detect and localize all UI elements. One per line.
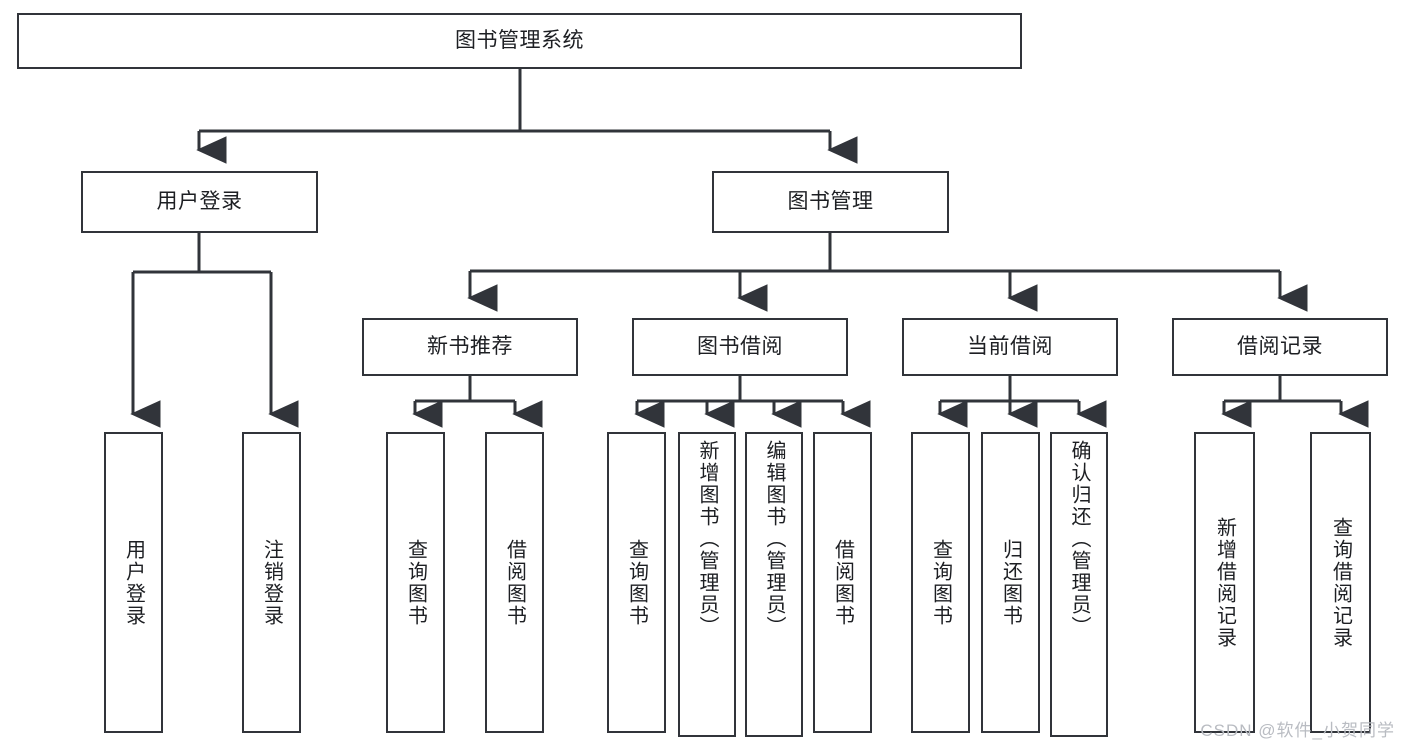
node-label: 归还图书 [999,538,1022,627]
node-label: 查询图书 [929,538,952,627]
node-label: 新增图书（管理员） [696,440,718,638]
node-leaf-query-book-recommend[interactable]: 查询图书 [386,432,445,733]
node-label: 借阅记录 [1237,334,1323,358]
node-label: 查询图书 [625,538,648,627]
node-label: 查询借阅记录 [1329,516,1352,649]
node-leaf-borrow-book[interactable]: 借阅图书 [813,432,872,733]
node-label: 编辑图书（管理员） [763,440,785,638]
node-leaf-add-borrow-record[interactable]: 新增借阅记录 [1194,432,1255,733]
node-leaf-logout[interactable]: 注销登录 [242,432,301,733]
node-borrow-record[interactable]: 借阅记录 [1172,318,1388,376]
node-new-book-recommend[interactable]: 新书推荐 [362,318,578,376]
node-user-login[interactable]: 用户登录 [81,171,318,233]
node-leaf-add-book-admin[interactable]: 新增图书（管理员） [678,432,736,737]
node-label: 用户登录 [156,189,243,213]
node-leaf-query-borrow-record[interactable]: 查询借阅记录 [1310,432,1371,733]
node-label: 图书借阅 [697,334,783,358]
node-label: 确认归还（管理员） [1068,440,1090,638]
node-label: 用户登录 [122,538,145,627]
node-book-management[interactable]: 图书管理 [712,171,949,233]
node-current-borrow[interactable]: 当前借阅 [902,318,1118,376]
node-label: 查询图书 [404,538,427,627]
node-label: 注销登录 [260,538,283,627]
node-leaf-edit-book-admin[interactable]: 编辑图书（管理员） [745,432,803,737]
node-leaf-query-book-current[interactable]: 查询图书 [911,432,970,733]
node-leaf-query-book-borrow[interactable]: 查询图书 [607,432,666,733]
node-label: 新书推荐 [427,334,513,358]
node-leaf-user-login[interactable]: 用户登录 [104,432,163,733]
node-leaf-return-book[interactable]: 归还图书 [981,432,1040,733]
node-label: 借阅图书 [831,538,854,627]
node-leaf-borrow-book-recommend[interactable]: 借阅图书 [485,432,544,733]
node-label: 图书管理 [787,189,874,213]
node-label: 当前借阅 [967,334,1053,358]
watermark-text: CSDN @软件_小贺同学 [1200,721,1395,740]
node-label: 新增借阅记录 [1213,516,1236,649]
node-label: 借阅图书 [503,538,526,627]
node-root-book-management-system[interactable]: 图书管理系统 [17,13,1022,69]
node-label: 图书管理系统 [455,28,584,52]
node-leaf-confirm-return-admin[interactable]: 确认归还（管理员） [1050,432,1108,737]
node-book-borrow[interactable]: 图书借阅 [632,318,848,376]
